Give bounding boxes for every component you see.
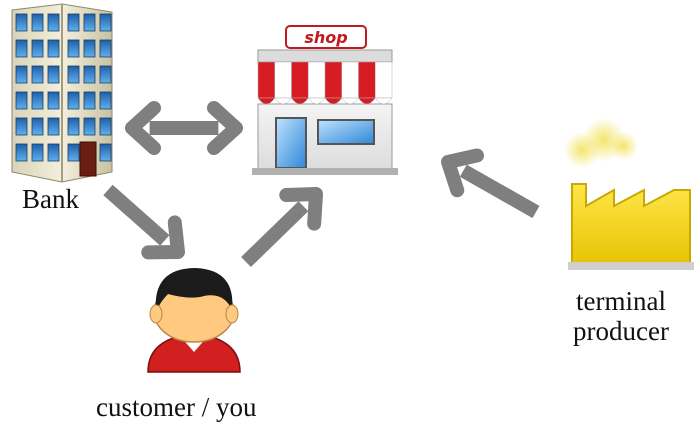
bank-window (83, 13, 96, 32)
awning-stripe (291, 61, 309, 99)
awning-scallop (374, 97, 393, 105)
bank-window (47, 39, 60, 58)
awning-stripe (274, 61, 292, 99)
bank-window (99, 91, 112, 110)
awning-scallop (307, 97, 326, 105)
bank-window (15, 143, 28, 162)
shop-sign-text: shop (304, 28, 347, 47)
bank-window (99, 39, 112, 58)
arrow-customer-shop (241, 187, 323, 268)
bank-window (67, 91, 80, 110)
arrow-producer-shop (441, 148, 540, 219)
bank-window (99, 117, 112, 136)
bank-window (15, 39, 28, 58)
shop-icon: shop (252, 25, 398, 175)
awning-scallop (257, 97, 276, 105)
bank-window (99, 143, 112, 162)
awning-stripe (358, 61, 376, 99)
bank-window (67, 39, 80, 58)
producer-label: terminal producer (556, 286, 686, 346)
awning-scallop (291, 97, 309, 105)
bank-window (15, 117, 28, 136)
bank-window (99, 13, 112, 32)
awning-stripe (324, 61, 342, 99)
bank-window (67, 65, 80, 84)
awning-stripe (341, 61, 359, 99)
bank-window (31, 91, 44, 110)
producer-label-line1: terminal (576, 286, 666, 316)
awning-scallop (274, 97, 292, 105)
arrows (103, 101, 540, 268)
bank-window (67, 13, 80, 32)
arrow-bank-customer (103, 184, 185, 260)
bank-window (31, 117, 44, 136)
bank-label: Bank (22, 184, 79, 214)
bank-window (83, 65, 96, 84)
bank-window (83, 91, 96, 110)
bank-window (47, 117, 60, 136)
bank-window (15, 13, 28, 32)
bank-window (31, 143, 44, 162)
awning-stripe (375, 61, 393, 99)
bank-window (67, 117, 80, 136)
awning-scallop (341, 97, 359, 105)
awning-stripe (308, 61, 326, 99)
bank-window (15, 91, 28, 110)
arrow-bank-shop (125, 101, 243, 155)
bank-window (15, 65, 28, 84)
bank-window (47, 143, 60, 162)
factory-icon (564, 118, 694, 270)
awning-stripe (257, 61, 275, 99)
bank-window (83, 39, 96, 58)
bank-window (47, 13, 60, 32)
bank-window (31, 13, 44, 32)
bank-window (31, 39, 44, 58)
bank-window (47, 91, 60, 110)
producer-label-line2: producer (573, 316, 669, 346)
bank-building-icon (11, 3, 113, 183)
bank-window (67, 143, 80, 162)
bank-window (83, 117, 96, 136)
bank-window (99, 65, 112, 84)
bank-window (31, 65, 44, 84)
bank-window (47, 65, 60, 84)
customer-label: customer / you (96, 392, 257, 422)
customer-icon (147, 268, 241, 373)
awning-scallop (324, 97, 343, 105)
awning-scallop (358, 97, 376, 105)
